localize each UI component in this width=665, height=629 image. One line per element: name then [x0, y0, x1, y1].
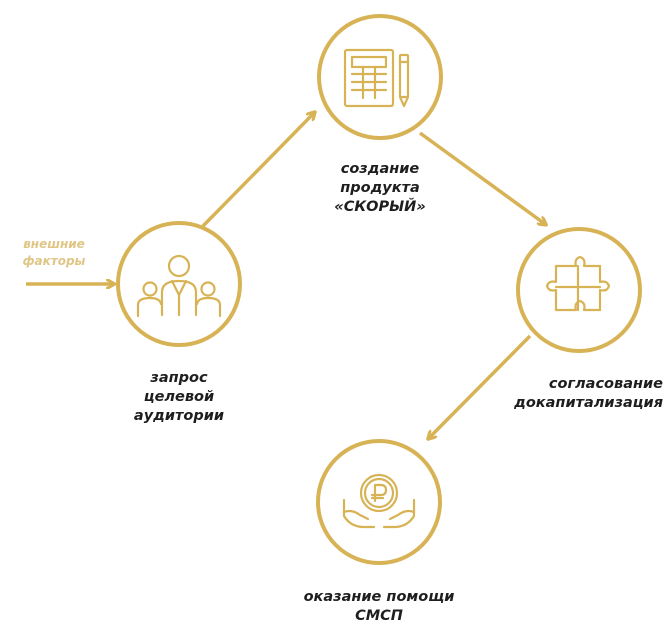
puzzle-icon [545, 255, 611, 312]
node-help-label: оказание помощи СМСП [289, 588, 469, 626]
label-line: аудитории [133, 408, 225, 424]
external-factors-line-1: внешние [23, 237, 85, 251]
node-audience [116, 221, 242, 347]
node-help [316, 439, 442, 565]
external-factors-label: внешние факторы [0, 236, 108, 270]
label-line: докапитализация [514, 395, 663, 411]
arrow-product-to-approval [418, 131, 545, 224]
label-line: оказание помощи [303, 589, 455, 605]
external-factors-line-2: факторы [22, 254, 86, 268]
label-line: запрос [150, 370, 208, 386]
arrow-approval-to-help [429, 334, 532, 438]
node-audience-label: запрос целевой аудитории [119, 369, 239, 426]
label-line: продукта [340, 180, 420, 196]
node-product [317, 14, 443, 140]
node-approval-label: согласование докапитализация [495, 375, 663, 413]
label-line: согласование [548, 376, 663, 392]
arrow-audience-to-product [201, 113, 314, 228]
people-group-icon [136, 254, 222, 318]
label-line: «СКОРЫЙ» [334, 199, 426, 215]
calculator-document-icon [343, 48, 410, 108]
node-approval [516, 227, 642, 353]
node-product-label: создание продукта «СКОРЫЙ» [310, 160, 450, 217]
label-line: целевой [143, 389, 215, 405]
label-line: создание [340, 161, 420, 177]
hands-ruble-coin-icon [342, 473, 416, 529]
label-line: СМСП [355, 608, 403, 624]
